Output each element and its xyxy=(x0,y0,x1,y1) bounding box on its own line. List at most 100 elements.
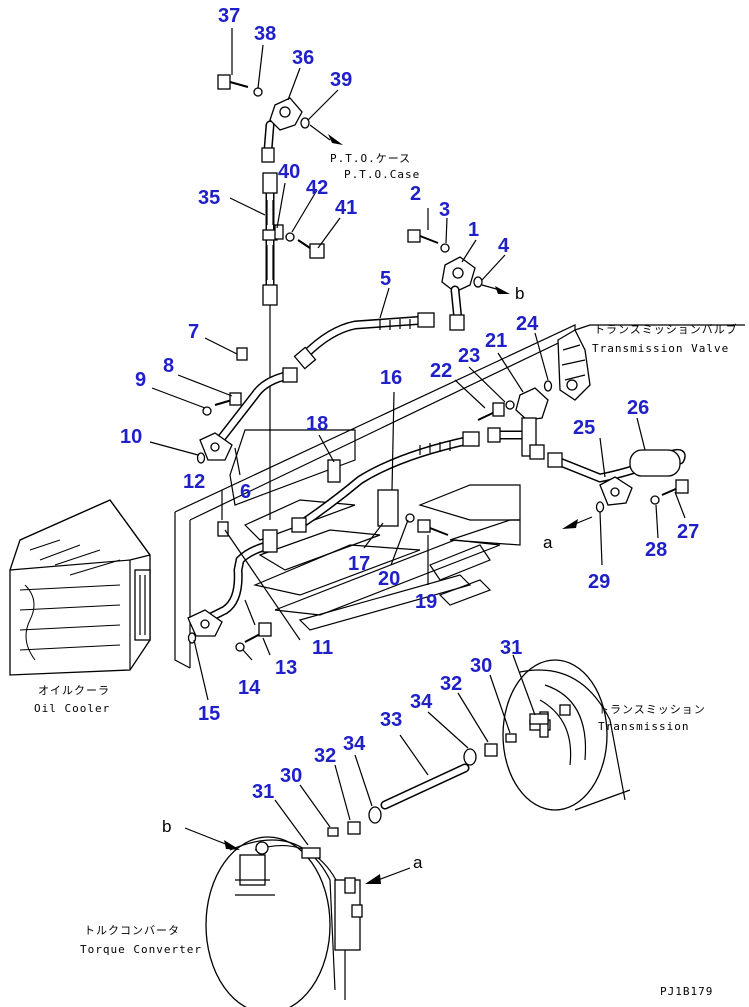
transmission-valve-label-jp: トランスミッションバルブ xyxy=(594,322,738,336)
pto-case-label-en: P.T.O.Case xyxy=(344,168,420,181)
part-number: 4 xyxy=(498,235,510,257)
part-number: 20 xyxy=(378,568,400,590)
part-number: 24 xyxy=(516,313,539,335)
clamp-18 xyxy=(327,459,341,483)
oil-cooler-assembly xyxy=(9,499,151,676)
drawing-code: PJ1B179 xyxy=(660,985,713,998)
torque-converter-label-jp: トルクコンバータ xyxy=(84,924,180,937)
part-number: 15 xyxy=(198,703,220,725)
bolt-8 xyxy=(214,392,242,406)
washer-3 xyxy=(440,243,450,253)
part-number: 8 xyxy=(163,355,174,377)
torque-converter-label-en: Torque Converter xyxy=(80,943,202,956)
bolt-41 xyxy=(297,239,325,259)
part-number: 14 xyxy=(238,677,261,699)
part-number: 10 xyxy=(120,426,142,448)
part-number: 23 xyxy=(458,345,480,367)
bolt-22 xyxy=(477,402,505,421)
part-number: 34 xyxy=(343,733,366,755)
part-number: 7 xyxy=(188,321,199,343)
ref-letter-b-top: b xyxy=(515,284,524,303)
tube-26 xyxy=(547,448,686,506)
part-number: 36 xyxy=(292,47,314,69)
ref-letter-a-bottom: a xyxy=(413,853,423,872)
part-number: 27 xyxy=(677,521,699,543)
oil-cooler-label-jp: オイルクーラ xyxy=(38,684,110,697)
part-number-labels: 37 38 36 39 40 42 35 41 2 3 1 4 5 7 8 9 … xyxy=(120,5,699,803)
washer-23 xyxy=(505,400,515,410)
part-number: 34 xyxy=(410,691,433,713)
tube-16 xyxy=(291,431,480,533)
part-number: 41 xyxy=(335,197,357,219)
plug-7 xyxy=(236,347,248,361)
part-number: 31 xyxy=(252,781,274,803)
clamp-40 xyxy=(274,224,284,240)
transmission-valve-label-en: Transmission Valve xyxy=(592,342,729,355)
part-number: 11 xyxy=(312,637,333,659)
washer-38 xyxy=(253,87,263,97)
fitting-36 xyxy=(261,97,303,163)
part-number: 21 xyxy=(485,330,507,352)
part-number: 16 xyxy=(380,367,402,389)
ref-letter-a-mid: a xyxy=(543,533,553,552)
part-number: 35 xyxy=(198,187,220,209)
part-number: 25 xyxy=(573,417,595,439)
part-number: 38 xyxy=(254,23,276,45)
pto-case-label-jp: P.T.O.ケース xyxy=(330,152,411,165)
part-number: 22 xyxy=(430,360,452,382)
part-number: 3 xyxy=(439,199,450,221)
tube-11 xyxy=(187,529,278,637)
part-number: 31 xyxy=(500,637,522,659)
bolt-19 xyxy=(417,519,449,536)
bracket-17 xyxy=(377,489,399,527)
bolt-37 xyxy=(217,74,249,90)
o-ring-24 xyxy=(543,380,553,392)
part-number: 39 xyxy=(330,69,352,91)
transmission-valve-assembly xyxy=(557,324,745,401)
part-number: 2 xyxy=(410,183,421,205)
part-number: 37 xyxy=(218,5,240,27)
leader-lines xyxy=(149,28,686,884)
part-number: 19 xyxy=(415,591,437,613)
tube-6 xyxy=(199,367,298,461)
tube-33 xyxy=(380,763,470,810)
part-number: 32 xyxy=(314,745,336,767)
tube-5 xyxy=(293,312,435,370)
part-number: 28 xyxy=(645,539,667,561)
part-number: 5 xyxy=(380,268,391,290)
plug-12 xyxy=(217,521,229,537)
oil-cooler-label-en: Oil Cooler xyxy=(34,702,110,715)
part-number: 18 xyxy=(306,413,328,435)
bolt-13 xyxy=(244,622,272,643)
flange-tube-1 xyxy=(441,256,476,331)
torque-converter-assembly xyxy=(205,836,363,1007)
washer-9 xyxy=(202,406,212,416)
transmission-assembly xyxy=(502,659,631,811)
component-labels: P.T.O.ケース P.T.O.Case トランスミッションバルブ Transm… xyxy=(34,152,738,998)
fittings-lower xyxy=(301,713,549,859)
transmission-label-en: Transmission xyxy=(598,720,689,733)
part-number: 6 xyxy=(240,481,251,503)
washer-42 xyxy=(285,232,295,242)
bolt-27 xyxy=(661,479,689,496)
part-number: 42 xyxy=(306,177,328,199)
ref-letter-b-bottom: b xyxy=(162,817,171,836)
transmission-label-jp: トランスミッション xyxy=(598,703,706,716)
washer-28 xyxy=(650,495,660,505)
tube-35 xyxy=(262,172,278,520)
o-ring-10 xyxy=(196,452,206,464)
part-number: 17 xyxy=(348,553,370,575)
o-ring-39 xyxy=(300,117,310,129)
part-number: 32 xyxy=(440,673,462,695)
part-number: 1 xyxy=(468,219,479,241)
part-number: 40 xyxy=(278,161,300,183)
background-frame-outline xyxy=(174,324,576,669)
part-number: 30 xyxy=(280,765,302,787)
part-number: 29 xyxy=(588,571,610,593)
part-number: 30 xyxy=(470,655,492,677)
part-number: 9 xyxy=(135,369,146,391)
part-number: 26 xyxy=(627,397,649,419)
tube-21 xyxy=(487,387,549,460)
